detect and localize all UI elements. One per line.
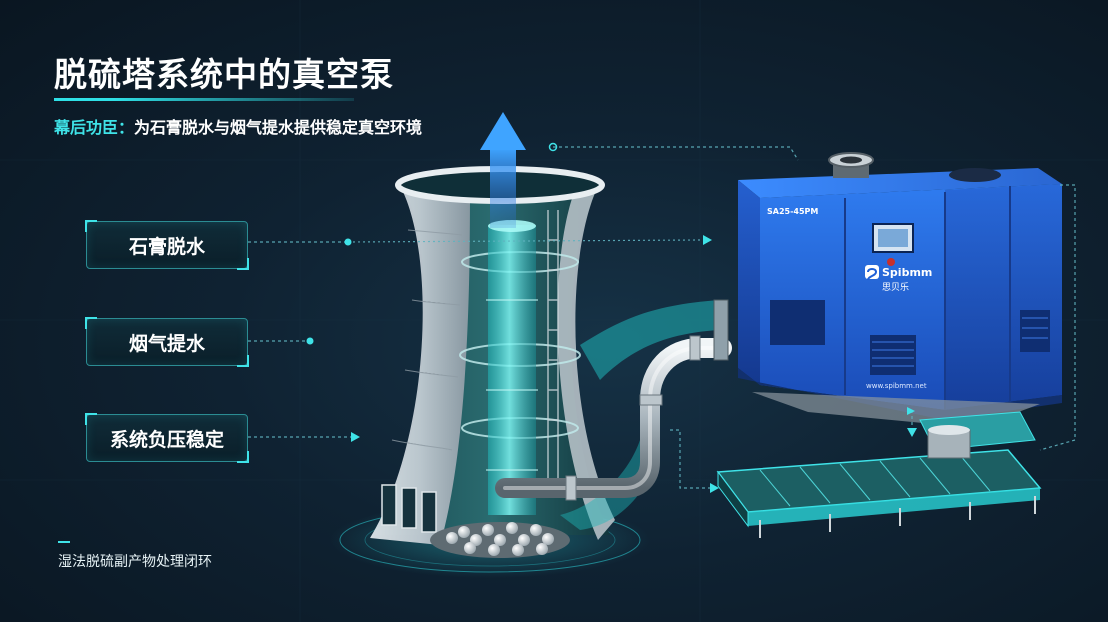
footer-dash <box>58 541 70 543</box>
pump-brand-cn: 思贝乐 <box>882 281 909 293</box>
footer-caption: 湿法脱硫副产物处理闭环 <box>58 554 212 570</box>
pump-website: www.spibmm.net <box>866 382 927 390</box>
page-subtitle: 幕后功臣：为石膏脱水与烟气提水提供稳定真空环境 <box>54 114 422 138</box>
page-title: 脱硫塔系统中的真空泵 <box>54 55 394 94</box>
tag-flue-gas-water-extraction: 烟气提水 <box>85 317 249 367</box>
limestone-balls <box>430 522 570 558</box>
tag-gypsum-dewatering: 石膏脱水 <box>85 220 249 270</box>
connector-dots <box>306 142 558 345</box>
connector-arrow-icons <box>351 235 917 493</box>
tag-label: 石膏脱水 <box>128 235 205 258</box>
tag-label: 系统负压稳定 <box>109 428 224 451</box>
title-underline <box>54 98 354 101</box>
subtitle-rest: 为石膏脱水与烟气提水提供稳定真空环境 <box>134 118 423 137</box>
upward-flow-arrow-icon <box>480 112 526 228</box>
cyan-duct <box>560 300 720 530</box>
silver-pipe <box>495 299 732 501</box>
tag-negative-pressure-stable: 系统负压稳定 <box>85 413 249 463</box>
tag-label: 烟气提水 <box>128 332 205 355</box>
pump-model-label: SA25-45PM <box>767 207 818 216</box>
vacuum-belt-filter <box>716 411 1042 538</box>
subtitle-lead: 幕后功臣： <box>54 118 135 137</box>
vacuum-pump <box>738 152 1062 428</box>
pump-brand-en: Spibmm <box>882 266 932 279</box>
